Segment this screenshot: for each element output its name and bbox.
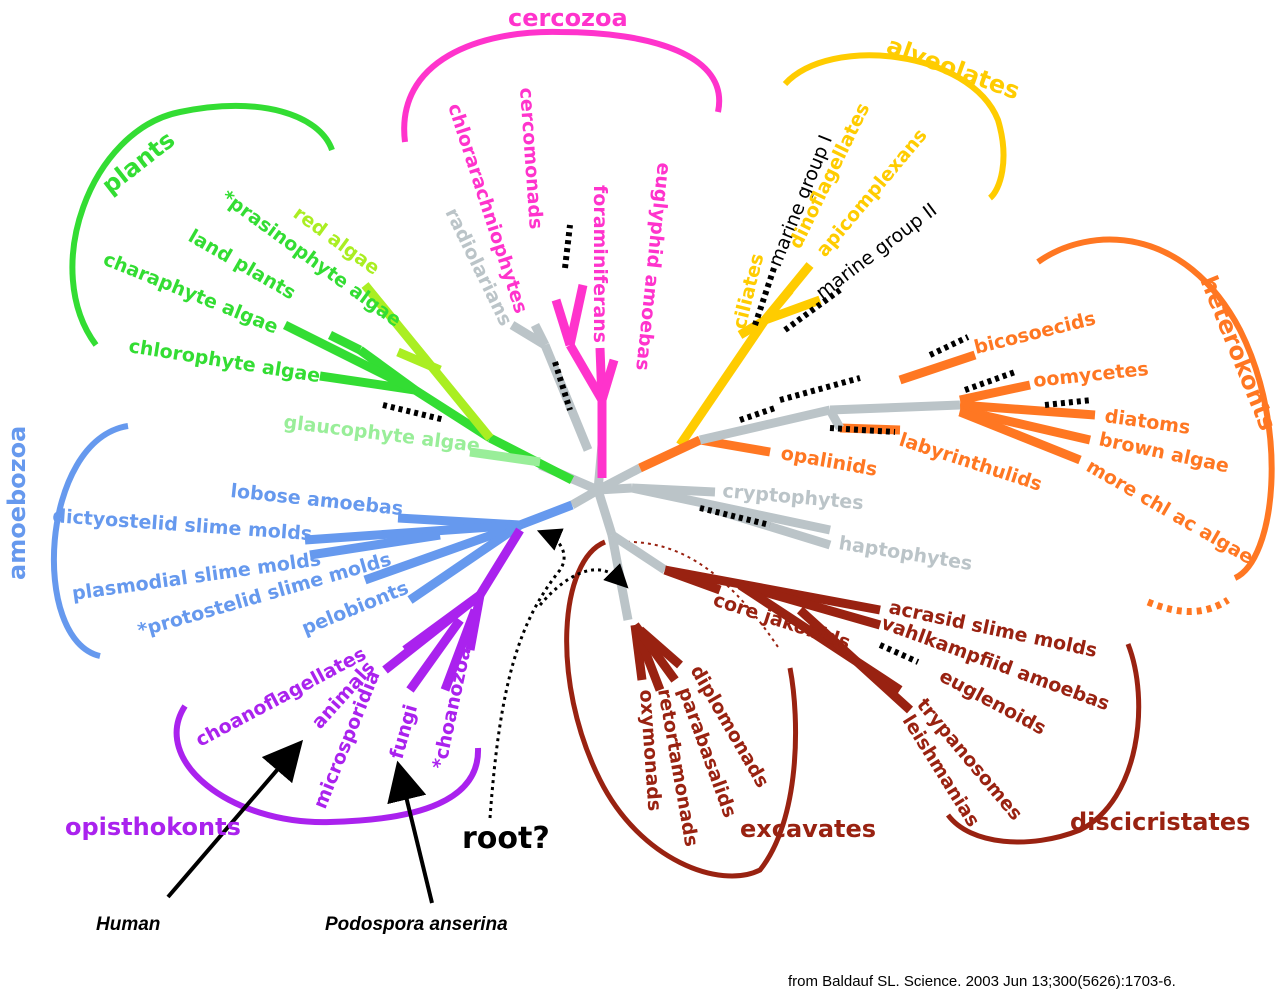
taxon-bicosoecids: bicosoecids (972, 307, 1098, 358)
group-label-opisthokonts: opisthokonts (65, 813, 241, 841)
podospora-label: Podospora anserina (325, 914, 508, 935)
root-arrow-1 (488, 528, 566, 819)
amoebozoa-branches (304, 500, 574, 604)
cercozoa-bracket (401, 28, 723, 143)
taxon-cercomonads: cercomonads (515, 87, 547, 230)
discicristates-bracket (945, 643, 1142, 845)
root-label: root? (462, 821, 550, 856)
taxon-opalinids: opalinids (779, 442, 879, 481)
citation-text: from Baldauf SL. Science. 2003 Jun 13;30… (788, 973, 1176, 990)
root-arrow-2 (538, 563, 629, 606)
glaucophyte-branch (469, 447, 541, 467)
plants-bracket (69, 102, 335, 347)
red-algae-branches (361, 282, 494, 441)
opisthokonts-branches (382, 527, 524, 693)
group-label-amoebozoa: amoebozoa (3, 426, 31, 580)
taxon-euglyphid-amoebas: euglyphid amoebas (631, 161, 675, 371)
opisthokonts-bracket (173, 704, 482, 826)
excavates-branches (630, 565, 914, 714)
taxon-choanozoa: *choanozoa (428, 645, 475, 771)
human-arrow (166, 739, 304, 899)
cercozoa-branches (551, 284, 619, 478)
alveolates-branches (676, 262, 822, 448)
group-label-discicristates: discicristates (1070, 808, 1250, 836)
taxon-haptophytes: haptophytes (837, 532, 974, 575)
radiolarian-branches (509, 321, 593, 452)
excavates-dotted-link (619, 540, 781, 651)
amoebozoa-bracket (50, 423, 129, 659)
taxon-lobose-amoebas: lobose amoebas (229, 480, 404, 520)
heterokonts-branches (638, 350, 1096, 473)
heterokonts-bracket-dotted (1146, 597, 1230, 615)
taxon-fungi: fungi (386, 702, 422, 761)
taxon-chlorophyte-algae: chlorophyte algae (127, 335, 322, 387)
heterokonts-bracket (1036, 236, 1275, 581)
group-label-cercozoa: cercozoa (508, 4, 628, 32)
taxon-oomycetes: oomycetes (1032, 358, 1149, 392)
taxon-dictyostelid-slime-molds: dictyostelid slime molds (52, 505, 313, 545)
alveolates-bracket (782, 52, 1007, 201)
heterokont-grey-stem (698, 400, 961, 445)
unresolved-tips (382, 224, 1093, 665)
taxon-more-chl-ac-algae: more chl ac algae (1083, 455, 1258, 569)
group-label-excavates: excavates (740, 815, 876, 843)
podospora-arrow (387, 760, 434, 904)
human-label: Human (96, 914, 160, 935)
excavates-bracket (564, 539, 799, 879)
taxon-foraminiferans: foraminiferans (589, 185, 611, 343)
group-label-alveolates: alveolates (883, 31, 1023, 105)
group-label-heterokonts: heterokonts (1194, 272, 1278, 435)
